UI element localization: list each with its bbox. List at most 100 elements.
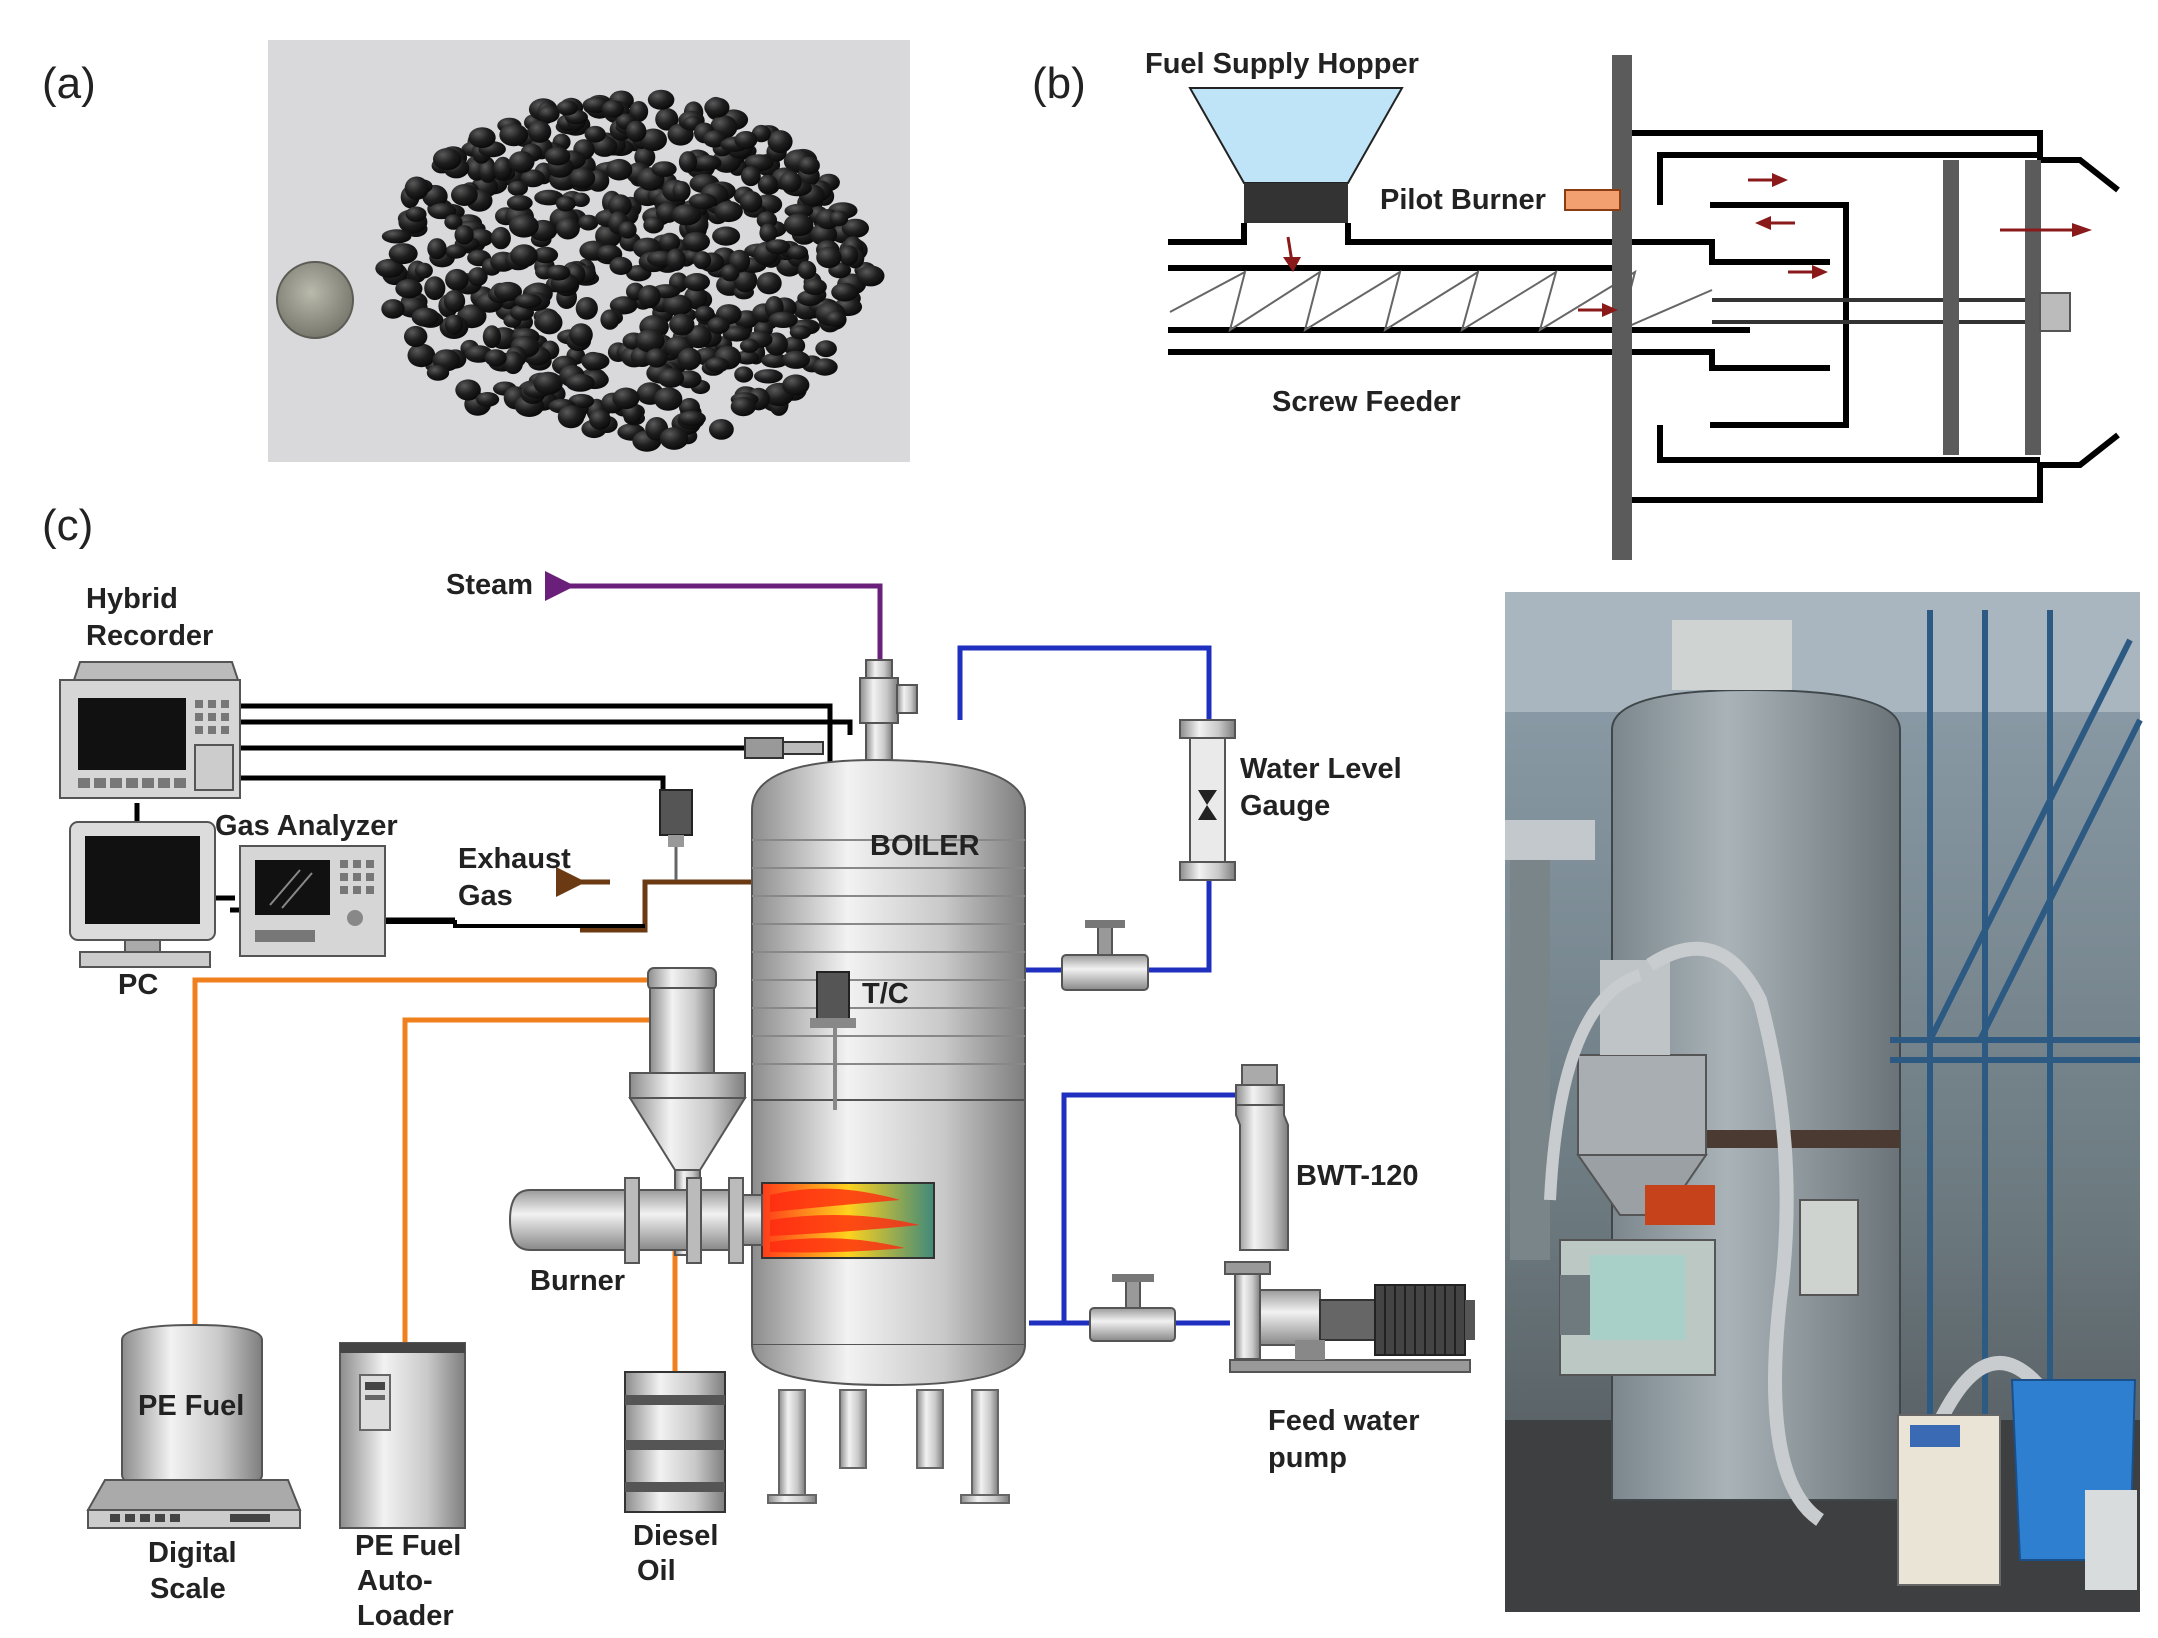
pellet <box>445 244 467 259</box>
pellet <box>677 347 702 371</box>
pe-fuel-label: PE Fuel <box>138 1390 244 1422</box>
pellet <box>556 100 578 116</box>
pellet <box>829 210 849 227</box>
pellet <box>514 293 542 309</box>
burner-schematic <box>1168 55 2120 560</box>
pressure-sensor <box>744 737 824 759</box>
panel-label-c: (c) <box>42 501 93 550</box>
exhaust-probe <box>659 789 693 880</box>
pellet <box>798 156 820 175</box>
steam-label: Steam <box>446 569 533 601</box>
pellet-pile <box>375 89 885 452</box>
pellet <box>825 311 846 327</box>
pellet <box>444 214 463 230</box>
water-level-label-1: Water Level <box>1240 753 1402 785</box>
pc <box>69 821 216 968</box>
pellet <box>609 296 638 315</box>
chemical-feed-line <box>1029 1092 1238 1326</box>
pellet <box>659 427 689 450</box>
pellet <box>569 323 593 347</box>
pellet <box>645 348 668 368</box>
scale-label-2: Scale <box>150 1573 226 1605</box>
pellet <box>407 343 436 368</box>
pellet <box>643 216 664 234</box>
fuel-supply-hopper-label: Fuel Supply Hopper <box>1145 48 1419 80</box>
pellet <box>626 120 647 142</box>
diesel-label-2: Oil <box>637 1555 676 1587</box>
panel-label-b: (b) <box>1032 59 1086 108</box>
pellet <box>739 338 759 353</box>
pellet <box>606 158 633 181</box>
furnace-wall <box>1612 55 1632 560</box>
gas-analyzer-label: Gas Analyzer <box>215 810 398 842</box>
recorder-label-2: Recorder <box>86 620 213 652</box>
pellet <box>612 387 640 410</box>
screw-feeder-label: Screw Feeder <box>1272 386 1461 418</box>
pellet <box>426 364 450 381</box>
pellet <box>411 307 440 327</box>
pellet <box>424 276 446 301</box>
pellet <box>454 225 474 245</box>
pellet <box>659 232 681 252</box>
boiler-photo <box>1505 592 2143 1612</box>
digital-scale <box>86 1323 302 1529</box>
auto-loader <box>339 1342 466 1529</box>
pellet <box>797 260 817 280</box>
exhaust-label-1: Exhaust <box>458 843 571 875</box>
pellet <box>671 204 702 226</box>
pellet <box>654 387 683 411</box>
pellet <box>741 166 761 187</box>
burner-assembly <box>508 967 763 1264</box>
pellet <box>678 151 698 173</box>
pellet <box>720 264 740 282</box>
pellet <box>789 325 812 340</box>
pellet <box>443 289 466 313</box>
pellet <box>428 203 457 220</box>
pellet <box>520 169 546 188</box>
gauge-valve <box>1061 920 1149 991</box>
panel-label-a: (a) <box>42 59 96 108</box>
diesel-drum <box>624 1371 726 1513</box>
pellet <box>404 176 429 200</box>
pellet <box>765 239 791 255</box>
pellet <box>533 371 563 395</box>
coin-reference <box>277 262 353 338</box>
pellet <box>618 221 637 239</box>
pellet <box>810 223 838 246</box>
pellet <box>414 262 433 279</box>
pellet <box>478 159 498 183</box>
pilot-burner <box>1564 189 1621 211</box>
pellet <box>638 285 661 309</box>
pellet <box>571 192 590 207</box>
pellet <box>467 267 488 287</box>
pellet <box>596 244 622 262</box>
pellet <box>433 148 462 171</box>
diesel-label-1: Diesel <box>633 1520 718 1552</box>
pellet <box>734 131 758 149</box>
pc-label: PC <box>118 969 158 1001</box>
boiler-vessel: BOILER <box>751 758 1026 1504</box>
pellet <box>730 396 756 417</box>
pellet <box>841 218 870 238</box>
recorder-label-1: Hybrid <box>86 583 178 615</box>
feed-water-pump <box>1224 1261 1475 1373</box>
pellet <box>694 305 715 322</box>
pellet <box>758 174 778 193</box>
feed-pump-label-2: pump <box>1268 1442 1347 1474</box>
pellet <box>754 369 783 384</box>
pellet <box>756 272 782 295</box>
pellet <box>722 326 751 342</box>
pellet <box>672 181 691 201</box>
pellet <box>493 156 513 180</box>
pellet <box>608 194 632 217</box>
boiler-label: BOILER <box>870 830 980 862</box>
pellet <box>651 161 677 178</box>
pellet <box>735 350 759 365</box>
hybrid-recorder <box>59 661 241 799</box>
water-level-label-2: Gauge <box>1240 790 1330 822</box>
pellet <box>509 214 539 238</box>
pellet <box>783 213 814 237</box>
pellet <box>784 203 814 218</box>
pellet <box>544 146 571 166</box>
